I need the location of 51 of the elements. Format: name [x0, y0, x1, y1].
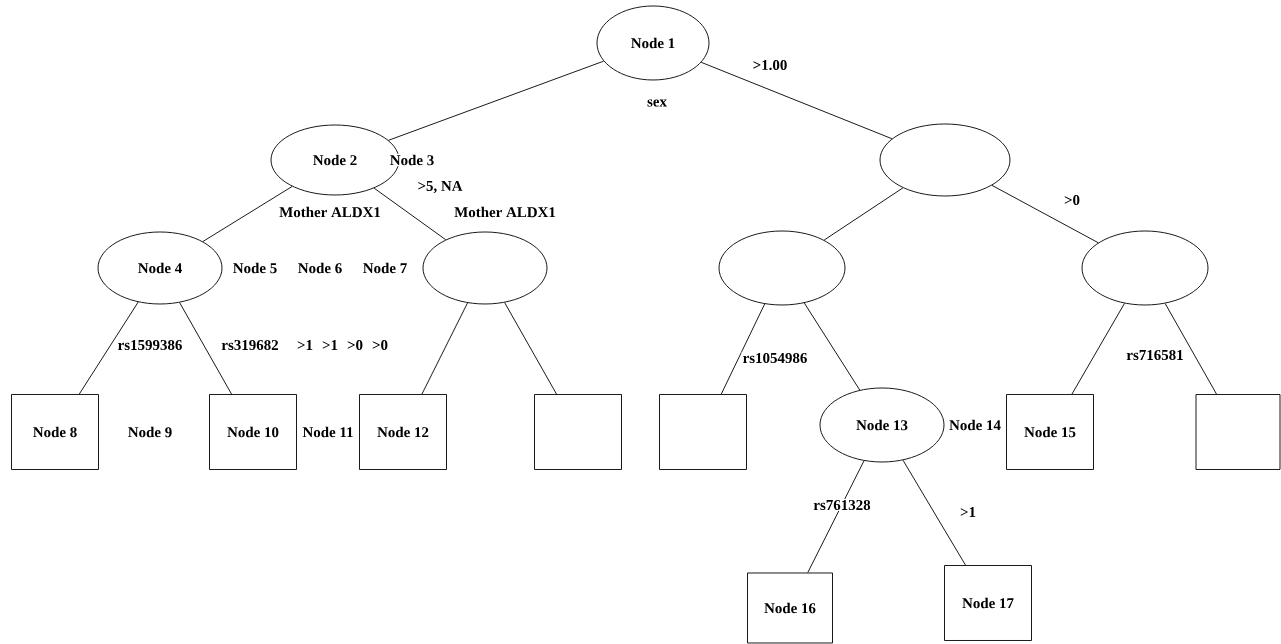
- split-label: rs716581: [1125, 348, 1185, 362]
- edge-label: >1.00: [751, 58, 789, 72]
- decision-ellipse: [1081, 230, 1209, 306]
- connector-line: [388, 60, 605, 141]
- leaf-box: [659, 394, 747, 470]
- connector-line: [421, 302, 468, 395]
- decision-ellipse: [718, 230, 846, 306]
- leaf-box: Node 17: [944, 565, 1032, 641]
- connector-line: [807, 460, 865, 573]
- leaf-box: Node 15: [1006, 394, 1094, 470]
- node-label: Node 9: [126, 425, 174, 439]
- connector-line: [902, 459, 966, 566]
- node-label: Node 3: [388, 153, 436, 167]
- split-label: rs761328: [812, 498, 872, 512]
- connector-line: [1071, 303, 1125, 395]
- node-label: Node 14: [948, 418, 1002, 432]
- split-label: Mother ALDX1: [453, 205, 557, 219]
- leaf-box: Node 16: [747, 572, 833, 644]
- split-label: sex: [646, 98, 668, 108]
- split-label: >1: [321, 339, 339, 351]
- connector-line: [823, 187, 904, 241]
- split-label: rs1599386: [116, 338, 184, 352]
- leaf-box: [1195, 394, 1281, 470]
- connector-line: [504, 302, 557, 395]
- edge-label: >0: [1063, 193, 1081, 207]
- connector-line: [373, 187, 447, 241]
- split-label: >1: [296, 339, 314, 351]
- node-label: Node 7: [361, 261, 409, 275]
- decision-ellipse: [422, 231, 548, 305]
- split-label: >5, NA: [416, 179, 464, 195]
- connector-line: [202, 186, 293, 242]
- connector-line: [700, 61, 893, 140]
- leaf-box: [534, 394, 622, 470]
- split-label: rs319682: [220, 338, 280, 352]
- split-label: rs1054986: [741, 351, 809, 365]
- decision-ellipse: [879, 123, 1011, 197]
- split-label: >0: [346, 338, 364, 352]
- split-label: >0: [371, 338, 389, 352]
- node-label: Node 11: [301, 425, 355, 439]
- connector-line: [1164, 303, 1217, 395]
- leaf-box: Node 10: [209, 394, 297, 470]
- edge-label: >1: [959, 506, 977, 518]
- connector-line: [803, 302, 861, 391]
- connector-line: [179, 302, 232, 395]
- node-label: Node 6: [296, 261, 344, 275]
- connector-line: [720, 303, 766, 395]
- connector-line: [78, 301, 139, 395]
- connector-line: [991, 184, 1099, 244]
- leaf-box: Node 8: [11, 394, 99, 470]
- split-label: Mother ALDX1: [278, 205, 382, 219]
- leaf-box: Node 12: [359, 394, 447, 470]
